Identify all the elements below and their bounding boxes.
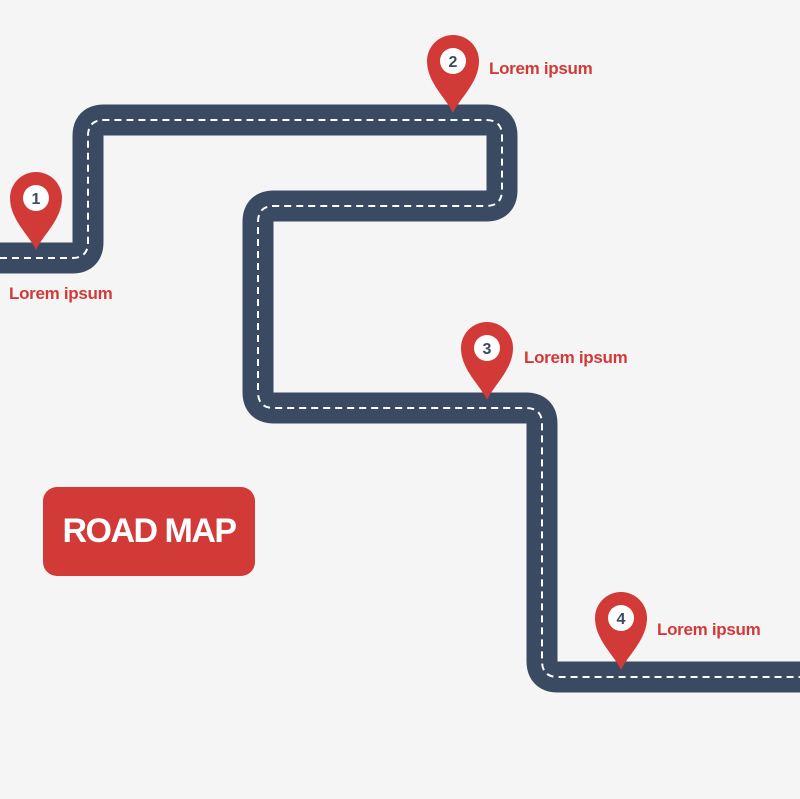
road-center-line	[0, 119, 800, 678]
road-map-title-box: ROAD MAP	[43, 487, 255, 576]
milestone-number-1: 1	[32, 191, 41, 208]
milestone-label-3: Lorem ipsum	[524, 348, 628, 367]
milestone-pin-4: 4	[595, 592, 647, 670]
road-map-title: ROAD MAP	[62, 512, 237, 550]
milestone-number-4: 4	[617, 611, 626, 628]
milestone-label-4: Lorem ipsum	[657, 620, 761, 639]
road	[0, 104, 800, 693]
milestone-pin-3: 3	[461, 322, 513, 400]
milestone-badge	[440, 48, 466, 74]
milestone-pin-1: 1	[10, 172, 62, 250]
milestone-label-1: Lorem ipsum	[9, 284, 113, 303]
milestone-badge	[474, 335, 500, 361]
milestone-number-2: 2	[449, 54, 458, 71]
milestone-number-3: 3	[483, 341, 492, 358]
milestone-label-2: Lorem ipsum	[489, 59, 593, 78]
milestone-badge	[608, 605, 634, 631]
milestone-pin-2: 2	[427, 35, 479, 113]
milestone-badge	[23, 185, 49, 211]
